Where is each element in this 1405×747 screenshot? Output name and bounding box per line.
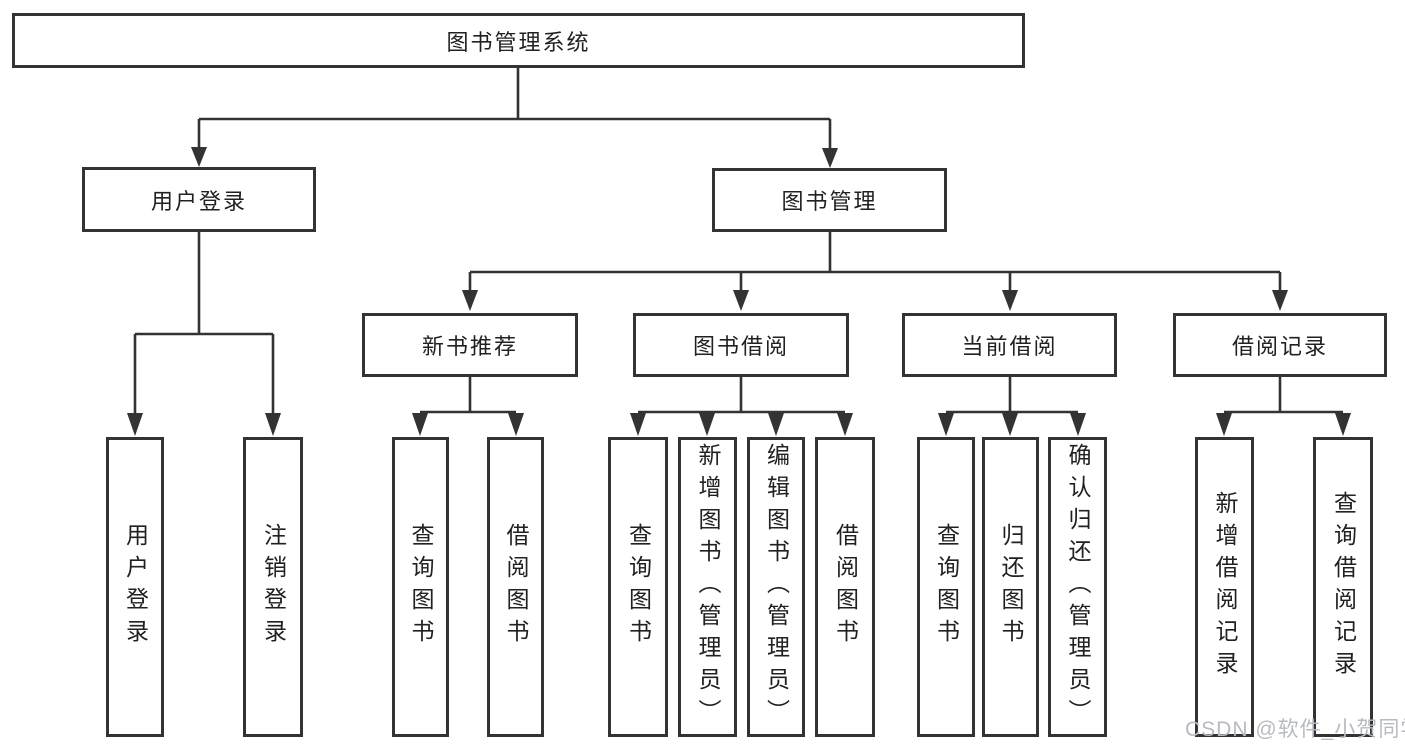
leaf-logout-label: 注销登录 bbox=[260, 523, 287, 651]
node-new-book-recommend-label: 新书推荐 bbox=[421, 334, 518, 359]
arrowhead-icon bbox=[191, 147, 207, 167]
node-book-borrowing: 图书借阅 bbox=[633, 313, 849, 377]
leaf-nbr-borrow-books: 借阅图书 bbox=[487, 437, 544, 737]
node-borrowing-records: 借阅记录 bbox=[1173, 313, 1387, 377]
arrowhead-icon bbox=[768, 413, 784, 436]
leaf-bb-query-books-label: 查询图书 bbox=[625, 523, 652, 651]
arrowhead-icon bbox=[1335, 413, 1351, 436]
arrowhead-icon bbox=[265, 413, 281, 436]
csdn-watermark: CSDN @软件_小贺同学 bbox=[1185, 718, 1405, 741]
leaf-logout: 注销登录 bbox=[243, 437, 303, 737]
leaf-bb-query-books: 查询图书 bbox=[608, 437, 668, 737]
arrowhead-icon bbox=[822, 148, 838, 168]
arrowhead-icon bbox=[1002, 290, 1018, 311]
arrowhead-icon bbox=[699, 413, 715, 436]
leaf-user-login: 用户登录 bbox=[106, 437, 164, 737]
leaf-nbr-borrow-books-label: 借阅图书 bbox=[503, 523, 529, 651]
arrowhead-icon bbox=[1070, 413, 1086, 436]
node-user-login-label: 用户登录 bbox=[150, 188, 247, 214]
leaf-bb-edit-books-admin-label: 编辑图书（管理员） bbox=[763, 443, 790, 731]
node-root: 图书管理系统 bbox=[12, 13, 1025, 68]
leaf-br-add-record: 新增借阅记录 bbox=[1195, 437, 1254, 737]
node-new-book-recommend: 新书推荐 bbox=[362, 313, 578, 377]
node-book-management: 图书管理 bbox=[712, 168, 947, 232]
node-root-label: 图书管理系统 bbox=[446, 29, 591, 55]
arrowhead-icon bbox=[508, 413, 524, 436]
node-current-borrowing: 当前借阅 bbox=[902, 313, 1117, 377]
arrowhead-icon bbox=[733, 290, 749, 311]
node-user-login: 用户登录 bbox=[82, 167, 316, 232]
arrowheads bbox=[127, 147, 1351, 436]
leaf-nbr-query-books-label: 查询图书 bbox=[408, 523, 434, 651]
leaf-bb-add-books-admin: 新增图书（管理员） bbox=[678, 437, 737, 737]
leaf-cb-query-books-label: 查询图书 bbox=[933, 523, 960, 651]
leaf-bb-borrow-books: 借阅图书 bbox=[815, 437, 875, 737]
leaf-cb-query-books: 查询图书 bbox=[917, 437, 975, 737]
arrowhead-icon bbox=[1216, 413, 1232, 436]
arrowhead-icon bbox=[938, 413, 954, 436]
leaf-nbr-query-books: 查询图书 bbox=[392, 437, 449, 737]
leaf-bb-add-books-admin-label: 新增图书（管理员） bbox=[695, 443, 721, 731]
leaf-bb-borrow-books-label: 借阅图书 bbox=[832, 523, 859, 651]
leaf-cb-confirm-return-admin-label: 确认归还（管理员） bbox=[1065, 443, 1091, 731]
leaf-bb-edit-books-admin: 编辑图书（管理员） bbox=[747, 437, 805, 737]
arrowhead-icon bbox=[412, 413, 428, 436]
arrowhead-icon bbox=[630, 413, 646, 436]
leaf-user-login-label: 用户登录 bbox=[122, 523, 149, 651]
leaf-cb-confirm-return-admin: 确认归还（管理员） bbox=[1048, 437, 1107, 737]
leaf-cb-return-books-label: 归还图书 bbox=[998, 523, 1024, 651]
node-borrowing-records-label: 借阅记录 bbox=[1231, 334, 1328, 359]
node-current-borrowing-label: 当前借阅 bbox=[961, 334, 1058, 359]
node-book-borrowing-label: 图书借阅 bbox=[692, 334, 789, 359]
arrowhead-icon bbox=[1002, 413, 1018, 436]
leaf-br-add-record-label: 新增借阅记录 bbox=[1212, 491, 1238, 683]
node-book-management-label: 图书管理 bbox=[781, 189, 878, 214]
arrowhead-icon bbox=[462, 290, 478, 311]
leaf-br-query-record: 查询借阅记录 bbox=[1313, 437, 1373, 737]
arrowhead-icon bbox=[1272, 290, 1288, 311]
arrowhead-icon bbox=[837, 413, 853, 436]
leaf-br-query-record-label: 查询借阅记录 bbox=[1330, 491, 1357, 683]
leaf-cb-return-books: 归还图书 bbox=[982, 437, 1039, 737]
connector-path bbox=[133, 68, 1343, 414]
arrowhead-icon bbox=[127, 413, 143, 436]
